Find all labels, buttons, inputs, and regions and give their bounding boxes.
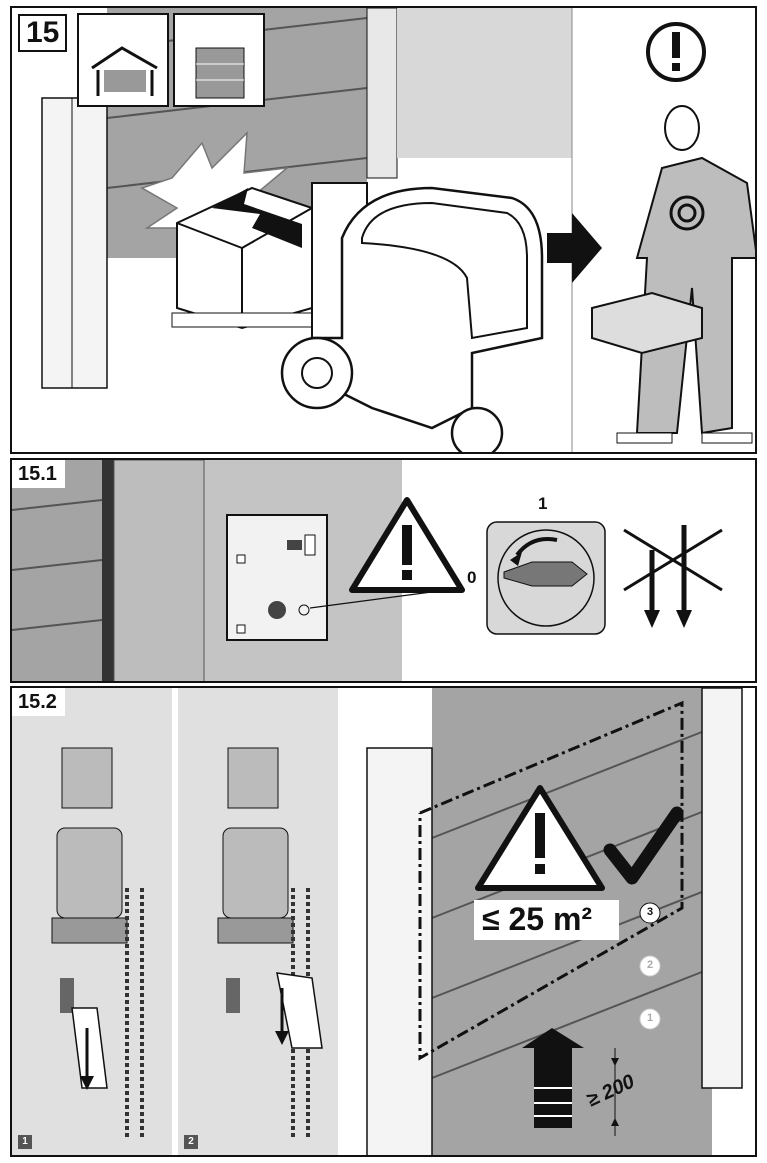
door-curtain [12,460,102,681]
step-15-2-panel: 15.2 [10,686,757,1157]
door-open-icon [77,13,169,107]
door-area-limit: ≤ 25 m² [482,901,593,937]
step-number: 15.2 [12,688,65,716]
door-area-outline [418,700,684,1061]
segment-number: 2 [646,959,654,971]
main-switch-small [268,601,286,619]
control-box [226,514,328,641]
manual-chain-illustration [12,688,755,1155]
segment-number: 3 [646,906,654,918]
segment-number: 1 [646,1012,654,1024]
check-icon [603,806,684,885]
sub-frame-label: 2 [184,1135,198,1149]
hand-1 [71,1007,108,1089]
next-arrow [547,213,602,283]
no-manual-operation-icon [623,525,723,628]
drive-motor-2 [217,747,310,1138]
sub-frame-label: 1 [18,1135,32,1149]
hand-2 [276,972,323,1049]
collision-illustration [12,8,755,452]
step-number: 15.1 [12,460,65,488]
switch-label-on: 1 [538,494,548,513]
technician-figure [591,105,755,444]
step-15-panel: 15 [10,6,757,454]
drive-motor-1 [51,747,144,1138]
control-box-illustration [12,460,723,681]
switch-label-off: 0 [467,568,477,587]
step-number: 15 [18,14,68,52]
toolbox [591,291,703,355]
step-15-1-panel: 15.1 [10,458,757,683]
switch-handle [503,561,588,587]
push-arrow [212,188,302,248]
